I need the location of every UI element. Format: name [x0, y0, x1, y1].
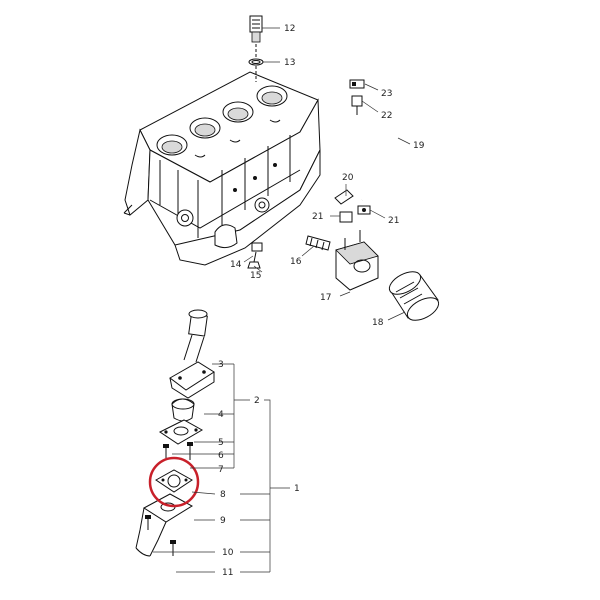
- oil-pipe: [349, 33, 400, 201]
- callout-17: 17: [320, 293, 331, 303]
- callout-14: 14: [230, 260, 242, 270]
- callout-21b: 21: [388, 216, 399, 226]
- callout-15: 15: [250, 271, 261, 281]
- callout-11: 11: [222, 568, 233, 578]
- callout-labels: 12 13 23 22 19 20 21 21 16 17 18 14 15 3…: [218, 24, 425, 578]
- callout-18: 18: [372, 318, 384, 328]
- callout-7: 7: [218, 465, 224, 475]
- callout-5: 5: [218, 438, 224, 448]
- callout-20: 20: [342, 173, 354, 183]
- callout-1: 1: [294, 484, 300, 494]
- oil-filter: [388, 271, 440, 321]
- callout-2: 2: [254, 396, 260, 406]
- leader-lines: [153, 27, 411, 573]
- filter-head: [305, 189, 379, 291]
- callout-4: 4: [218, 410, 224, 420]
- callout-21a: 21: [312, 212, 323, 222]
- oil-strainer-assembly: [135, 309, 215, 557]
- callout-10: 10: [222, 548, 234, 558]
- callout-6: 6: [218, 451, 224, 461]
- callout-8: 8: [220, 490, 226, 500]
- sender-unit: [248, 15, 264, 82]
- drain-plug: [247, 242, 263, 269]
- callout-19: 19: [413, 141, 425, 151]
- callout-3: 3: [218, 360, 224, 370]
- callout-16: 16: [290, 257, 302, 267]
- callout-23: 23: [381, 89, 392, 99]
- callout-12: 12: [284, 24, 295, 34]
- callout-13: 13: [284, 58, 295, 68]
- engine-block: [123, 71, 321, 266]
- callout-9: 9: [220, 516, 226, 526]
- callout-22: 22: [381, 111, 392, 121]
- highlight-circle: [148, 456, 200, 508]
